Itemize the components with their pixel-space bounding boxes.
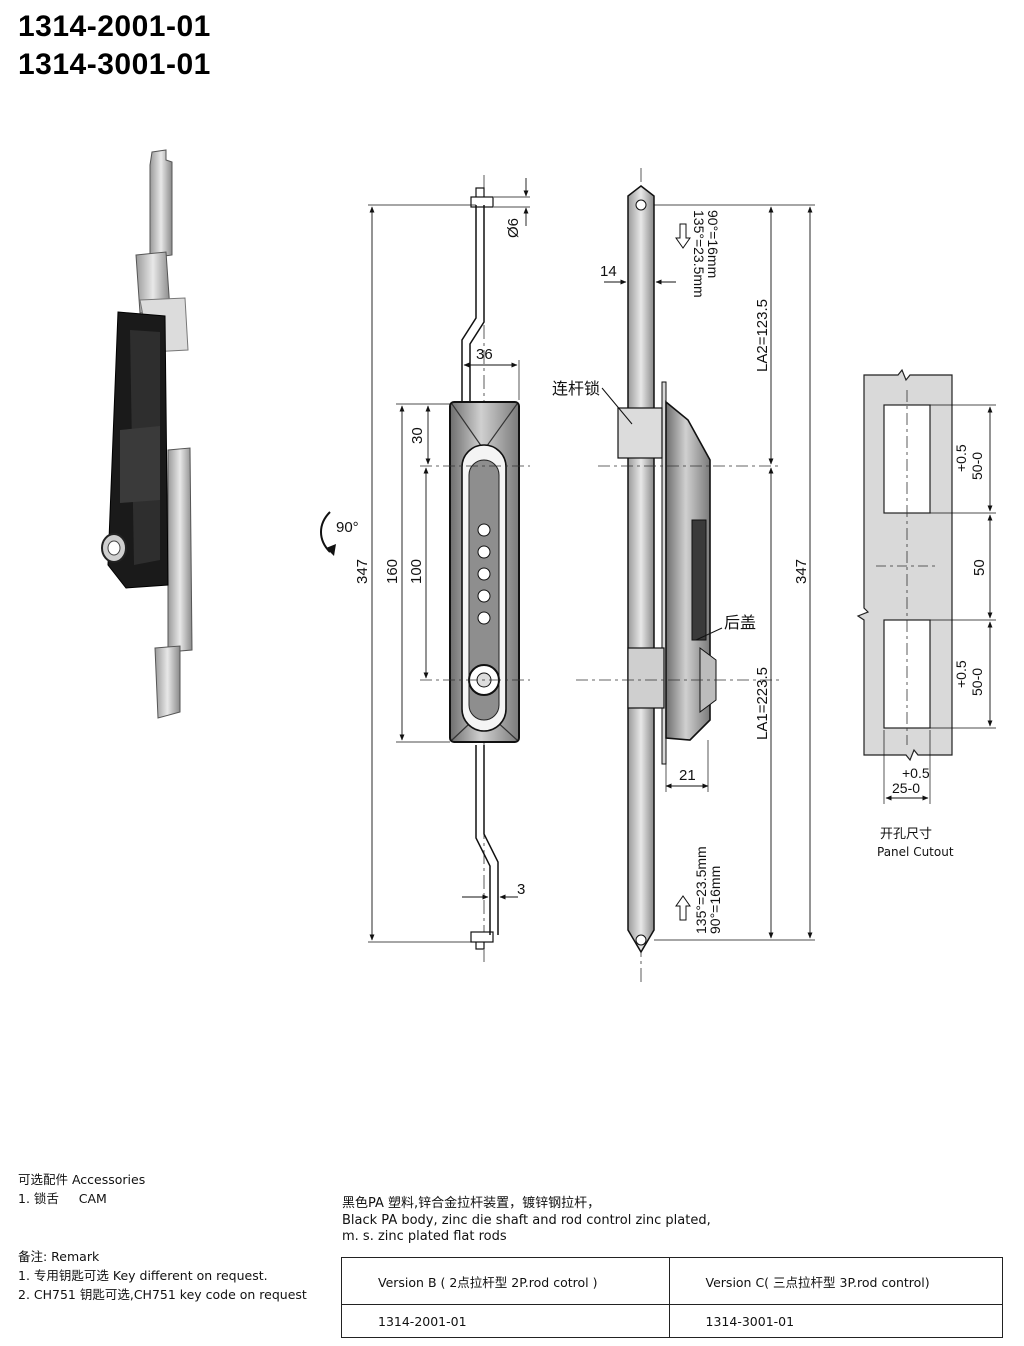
description-line-3: m. s. zinc plated flat rods xyxy=(342,1229,507,1244)
callout-rod-lock: 连杆锁 xyxy=(552,379,600,398)
accessories-block: 可选配件 Accessories 1. 锁舌 CAM xyxy=(18,1170,145,1208)
version-b-header: Version B ( 2点拉杆型 2P.rod cotrol ) xyxy=(341,1257,670,1305)
dim-la1: LA1=223.5 xyxy=(754,667,771,740)
remark-item-1: 1. 专用钥匙可选 Key different on request. xyxy=(18,1268,268,1283)
dim-width-21: 21 xyxy=(679,767,696,784)
part-number-1: 1314-2001-01 xyxy=(18,10,211,43)
version-c-header: Version C( 三点拉杆型 3P.rod control) xyxy=(668,1257,1004,1305)
dim-height-160: 160 xyxy=(384,559,401,584)
dim-la2: LA2=123.5 xyxy=(754,299,771,372)
cutout-gap-50: 50 xyxy=(971,559,988,576)
version-table: Version B ( 2点拉杆型 2P.rod cotrol ) Versio… xyxy=(341,1257,1004,1338)
dim-width-3: 3 xyxy=(517,881,525,898)
description-block: 黑色PA 塑料,锌合金拉杆装置，镀锌钢拉杆， Black PA body, zi… xyxy=(342,1196,711,1246)
version-c-value: 1314-3001-01 xyxy=(668,1304,1004,1338)
cutout-val-2: 50-0 xyxy=(969,668,985,696)
title-block: 1314-2001-01 1314-3001-01 xyxy=(18,8,211,84)
side-view: 14 21 347 LA2=123.5 LA1=223.5 90°=16mm 1… xyxy=(552,168,815,985)
version-table-value-row: 1314-2001-01 1314-3001-01 xyxy=(341,1304,1004,1338)
version-b-value: 1314-2001-01 xyxy=(341,1304,670,1338)
panel-cutout-view: +0.5 50-0 50 +0.5 50-0 +0.5 25-0 开孔尺寸 Pa… xyxy=(856,368,996,859)
cutout-val-1: 50-0 xyxy=(969,452,985,480)
dim-width-14: 14 xyxy=(600,263,617,280)
stroke-bottom-90: 90°=16mm xyxy=(707,866,723,934)
cutout-width-tol: +0.5 xyxy=(902,765,930,781)
panel-cutout-en: Panel Cutout xyxy=(877,845,954,859)
dim-height-30: 30 xyxy=(409,427,426,444)
version-table-header-row: Version B ( 2点拉杆型 2P.rod cotrol ) Versio… xyxy=(341,1257,1004,1305)
description-line-1: 黑色PA 塑料,锌合金拉杆装置，镀锌钢拉杆， xyxy=(342,1196,601,1211)
dim-height-100: 100 xyxy=(408,559,425,584)
panel-cutout-cn: 开孔尺寸 xyxy=(880,827,932,842)
dim-diameter-6: Ø6 xyxy=(505,218,522,238)
dim-overall-347-front: 347 xyxy=(354,559,371,584)
cutout-tol-2: +0.5 xyxy=(953,660,969,688)
stroke-top-90: 90°=16mm xyxy=(705,210,721,278)
stroke-bottom-135: 135°=23.5mm xyxy=(693,846,709,934)
accessories-header: 可选配件 Accessories xyxy=(18,1172,146,1187)
cutout-width-val: 25-0 xyxy=(892,780,920,796)
description-line-2: Black PA body, zinc die shaft and rod co… xyxy=(342,1212,711,1228)
front-view: Ø6 36 30 160 100 347 90° 3 xyxy=(320,175,530,962)
dim-overall-347-side: 347 xyxy=(793,559,810,584)
dim-rotation-90: 90° xyxy=(336,519,359,536)
accessories-item-1: 1. 锁舌 CAM xyxy=(18,1191,107,1206)
remark-header: 备注: Remark xyxy=(18,1249,100,1264)
cutout-tol-1: +0.5 xyxy=(953,444,969,472)
stroke-top-135: 135°=23.5mm xyxy=(691,210,707,298)
dim-width-36: 36 xyxy=(476,346,493,363)
remark-item-2: 2. CH751 钥匙可选,CH751 key code on request xyxy=(18,1287,307,1302)
part-number-2: 1314-3001-01 xyxy=(18,48,211,81)
callout-rear-cover: 后盖 xyxy=(724,613,756,632)
product-3d-view xyxy=(101,149,193,719)
remark-block: 备注: Remark 1. 专用钥匙可选 Key different on re… xyxy=(18,1247,307,1304)
